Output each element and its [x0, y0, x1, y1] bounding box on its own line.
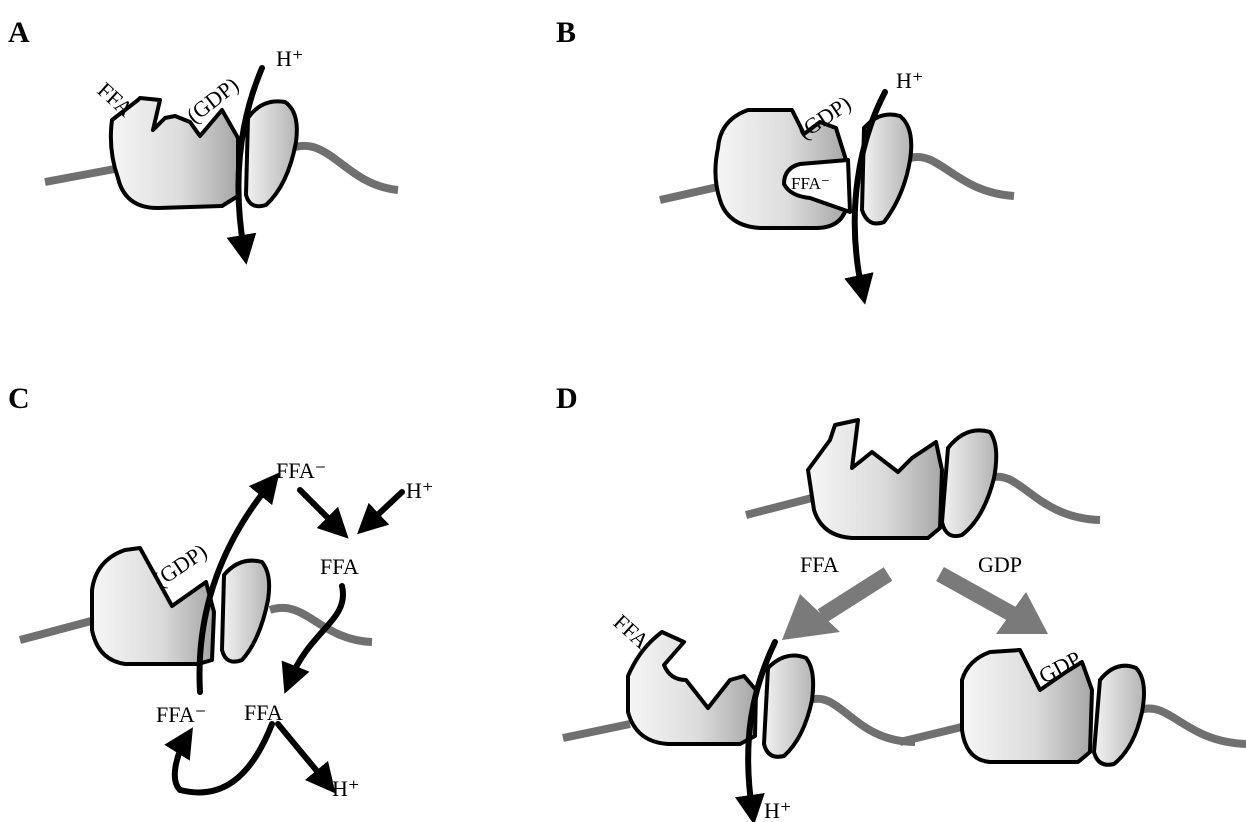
label-proton-a: H⁺	[276, 46, 304, 71]
uncoupling-protein-subunit-d-top	[942, 430, 996, 536]
label-ffa-arrow-d: FFA	[800, 552, 839, 577]
label-ffa-mid-c: FFA	[320, 554, 359, 579]
label-proton-top-c: H⁺	[406, 478, 434, 503]
panel-c: C (GDP) FFA⁻ H⁺ FFA FFA FFA⁻ H⁺	[8, 382, 434, 801]
uncoupling-protein-subunit-d-left	[764, 656, 813, 757]
label-gdp-arrow-d: GDP	[978, 552, 1022, 577]
label-ffa-anion-b: FFA⁻	[791, 174, 830, 193]
ffa-return-arrow-c	[175, 724, 272, 792]
panel-a: A FFA (GDP) H⁺	[8, 16, 398, 250]
panel-d: D FFA GDP FFA GDP H⁺	[556, 382, 1246, 822]
label-ffa-anion-low-c: FFA⁻	[156, 702, 206, 727]
uncoupling-protein-body-d-top	[808, 420, 942, 538]
uncoupling-protein-subunit-c	[222, 561, 269, 662]
uncoupling-protein-body-a	[111, 98, 238, 208]
proton-uptake-arrow-c	[368, 492, 402, 524]
label-proton-low-c: H⁺	[332, 776, 360, 801]
panel-letter-b: B	[556, 16, 576, 49]
panel-letter-d: D	[556, 382, 578, 415]
proton-release-arrow-c	[278, 724, 326, 782]
gdp-binding-wide-arrow-d	[940, 574, 1012, 614]
panel-letter-a: A	[8, 16, 30, 49]
panel-b: B (GDP) FFA⁻ H⁺	[556, 16, 1014, 290]
label-proton-b: H⁺	[896, 68, 924, 93]
label-proton-d: H⁺	[764, 798, 792, 822]
uncoupling-protein-subunit-d-right	[1094, 666, 1144, 765]
ffa-binding-wide-arrow-d	[822, 574, 888, 616]
panel-letter-c: C	[8, 382, 30, 415]
label-ffa-anion-top-c: FFA⁻	[276, 458, 326, 483]
uncoupling-protein-subunit-a	[246, 101, 297, 206]
ffa-anion-to-ffa-arrow-c	[300, 490, 338, 528]
uncoupling-protein-body-d-left	[628, 632, 756, 744]
label-ffa-low-c: FFA	[244, 700, 283, 725]
